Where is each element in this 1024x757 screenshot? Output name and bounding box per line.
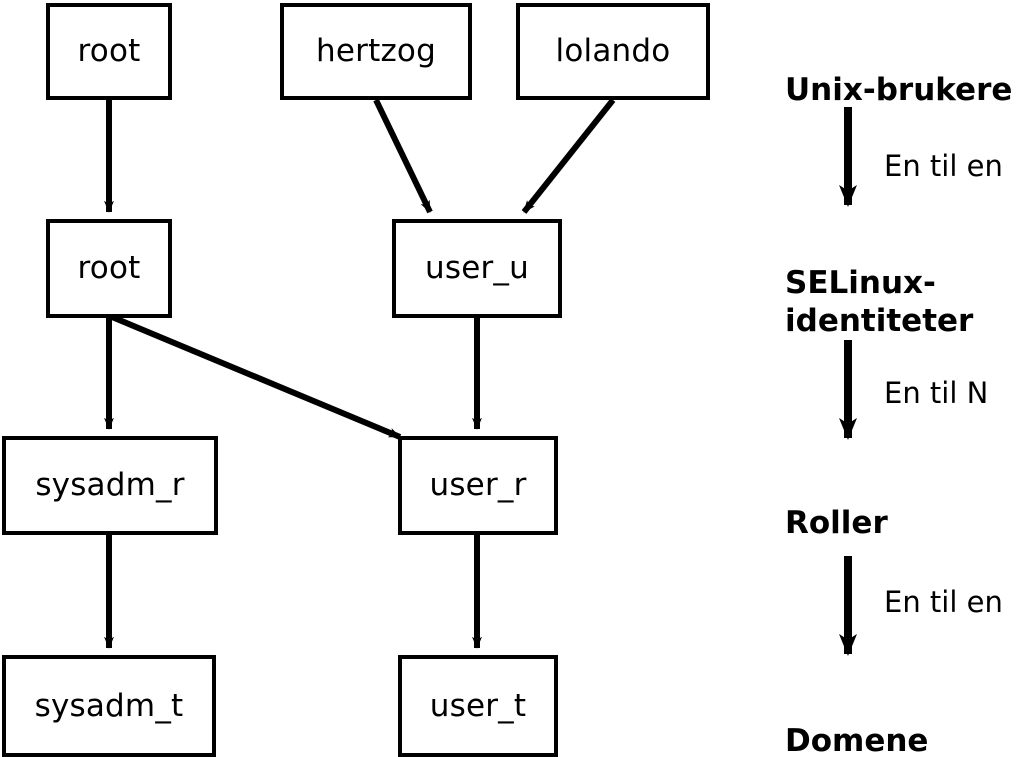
node-label: sysadm_t <box>34 687 184 724</box>
legend-tier-label: SELinux- identiteter <box>785 265 974 339</box>
node-label: user_u <box>425 250 529 286</box>
edge-sel_root-user_r <box>110 314 402 440</box>
legend-tier-label: Roller <box>785 505 888 541</box>
legend-tier-label: Domene <box>785 723 929 757</box>
legend-relation-one-to-n: En til N <box>884 379 988 408</box>
edge-hertzog-user_u <box>373 98 433 214</box>
legend-tier-roller: Roller <box>785 466 888 542</box>
node-label: sysadm_r <box>35 467 185 503</box>
node-selinux-root[interactable]: root <box>46 219 172 318</box>
node-label: user_r <box>429 467 527 503</box>
legend-relation-label: En til en <box>884 149 1003 183</box>
node-unix-root[interactable]: root <box>46 3 172 100</box>
edge-lolando-user_u <box>521 98 616 214</box>
legend-relation-label: En til en <box>884 585 1003 619</box>
node-user-u[interactable]: user_u <box>392 219 562 318</box>
node-sysadm-t[interactable]: sysadm_t <box>2 655 216 757</box>
node-lolando[interactable]: lolando <box>516 3 710 100</box>
node-label: user_t <box>429 687 527 724</box>
legend-tier-selinux-identiteter: SELinux- identiteter <box>785 226 973 340</box>
node-user-t[interactable]: user_t <box>398 655 558 757</box>
node-label: hertzog <box>316 33 436 69</box>
legend-relation-one-to-one-top: En til en <box>884 152 1003 181</box>
node-sysadm-r[interactable]: sysadm_r <box>2 436 218 535</box>
legend-tier-label: Unix-brukere <box>785 72 1013 108</box>
legend-relation-label: En til N <box>884 376 989 410</box>
node-label: root <box>77 250 141 286</box>
node-label: root <box>77 33 141 69</box>
node-label: lolando <box>555 33 671 69</box>
node-user-r[interactable]: user_r <box>398 436 558 535</box>
legend-tier-unix-brukere: Unix-brukere <box>785 33 1012 109</box>
legend-tier-domene: Domene <box>785 684 928 757</box>
legend-relation-one-to-one-bottom: En til en <box>884 588 1003 617</box>
node-hertzog[interactable]: hertzog <box>280 3 472 100</box>
